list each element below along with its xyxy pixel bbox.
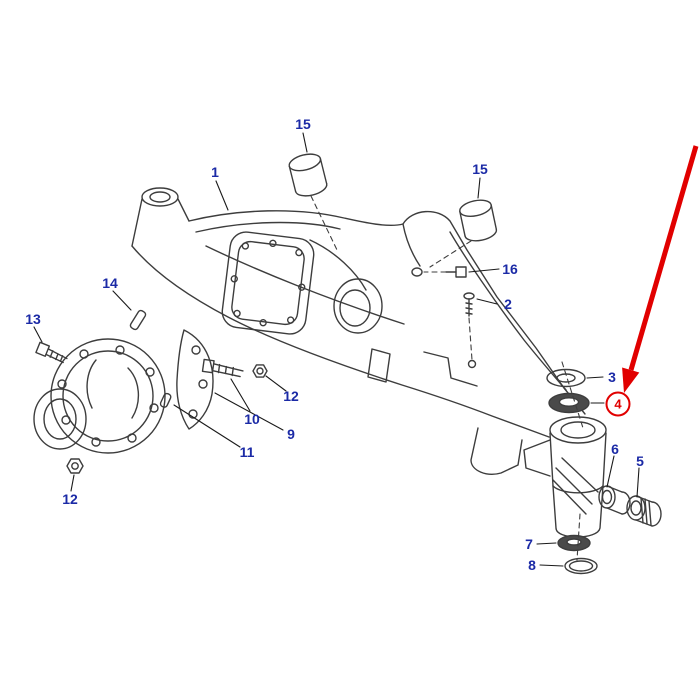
bolt-13 [35,341,68,364]
steering-bracket [176,329,214,430]
callout-8: 8 [528,557,536,573]
bushing-6 [598,485,631,515]
alignment-lines [310,195,584,561]
bolt-10 [201,358,244,378]
pin-14 [129,309,147,331]
callout-16: 16 [502,261,518,277]
kingpin-boss [523,416,607,538]
leader-lines [33,132,640,567]
callout-13: 13 [25,311,41,327]
callout-9: 9 [287,426,295,442]
callout-12-left: 12 [62,491,78,507]
callout-4-highlighted: 4 [605,391,631,417]
callout-10: 10 [244,411,260,427]
callout-1: 1 [211,164,219,180]
callout-14: 14 [102,275,118,291]
nut-12-left [66,458,84,474]
bushing-5 [626,495,662,527]
callout-5: 5 [636,453,644,469]
callout-12-center: 12 [283,388,299,404]
bushing-15-top [288,153,328,197]
callout-11: 11 [239,444,255,460]
stud-11 [159,392,172,408]
axle-tube-bore [333,278,383,334]
bushing-15-right [459,199,498,242]
nut-12-center [252,364,268,378]
highlight-arrow-icon [622,145,699,393]
callout-2: 2 [504,296,512,312]
washer-3 [546,368,586,388]
callout-3: 3 [608,369,616,385]
callout-15-right: 15 [472,161,488,177]
callout-6: 6 [611,441,619,457]
ring-8 [564,557,598,575]
washer-7 [557,534,591,552]
housing-body [131,187,586,475]
callout-15-top: 15 [295,116,311,132]
callout-7: 7 [525,536,533,552]
seal-4 [548,392,590,414]
screw-2 [463,292,475,317]
bolt-16 [445,266,467,278]
cover-plate-opening [221,231,315,335]
differential-cover [33,338,166,454]
